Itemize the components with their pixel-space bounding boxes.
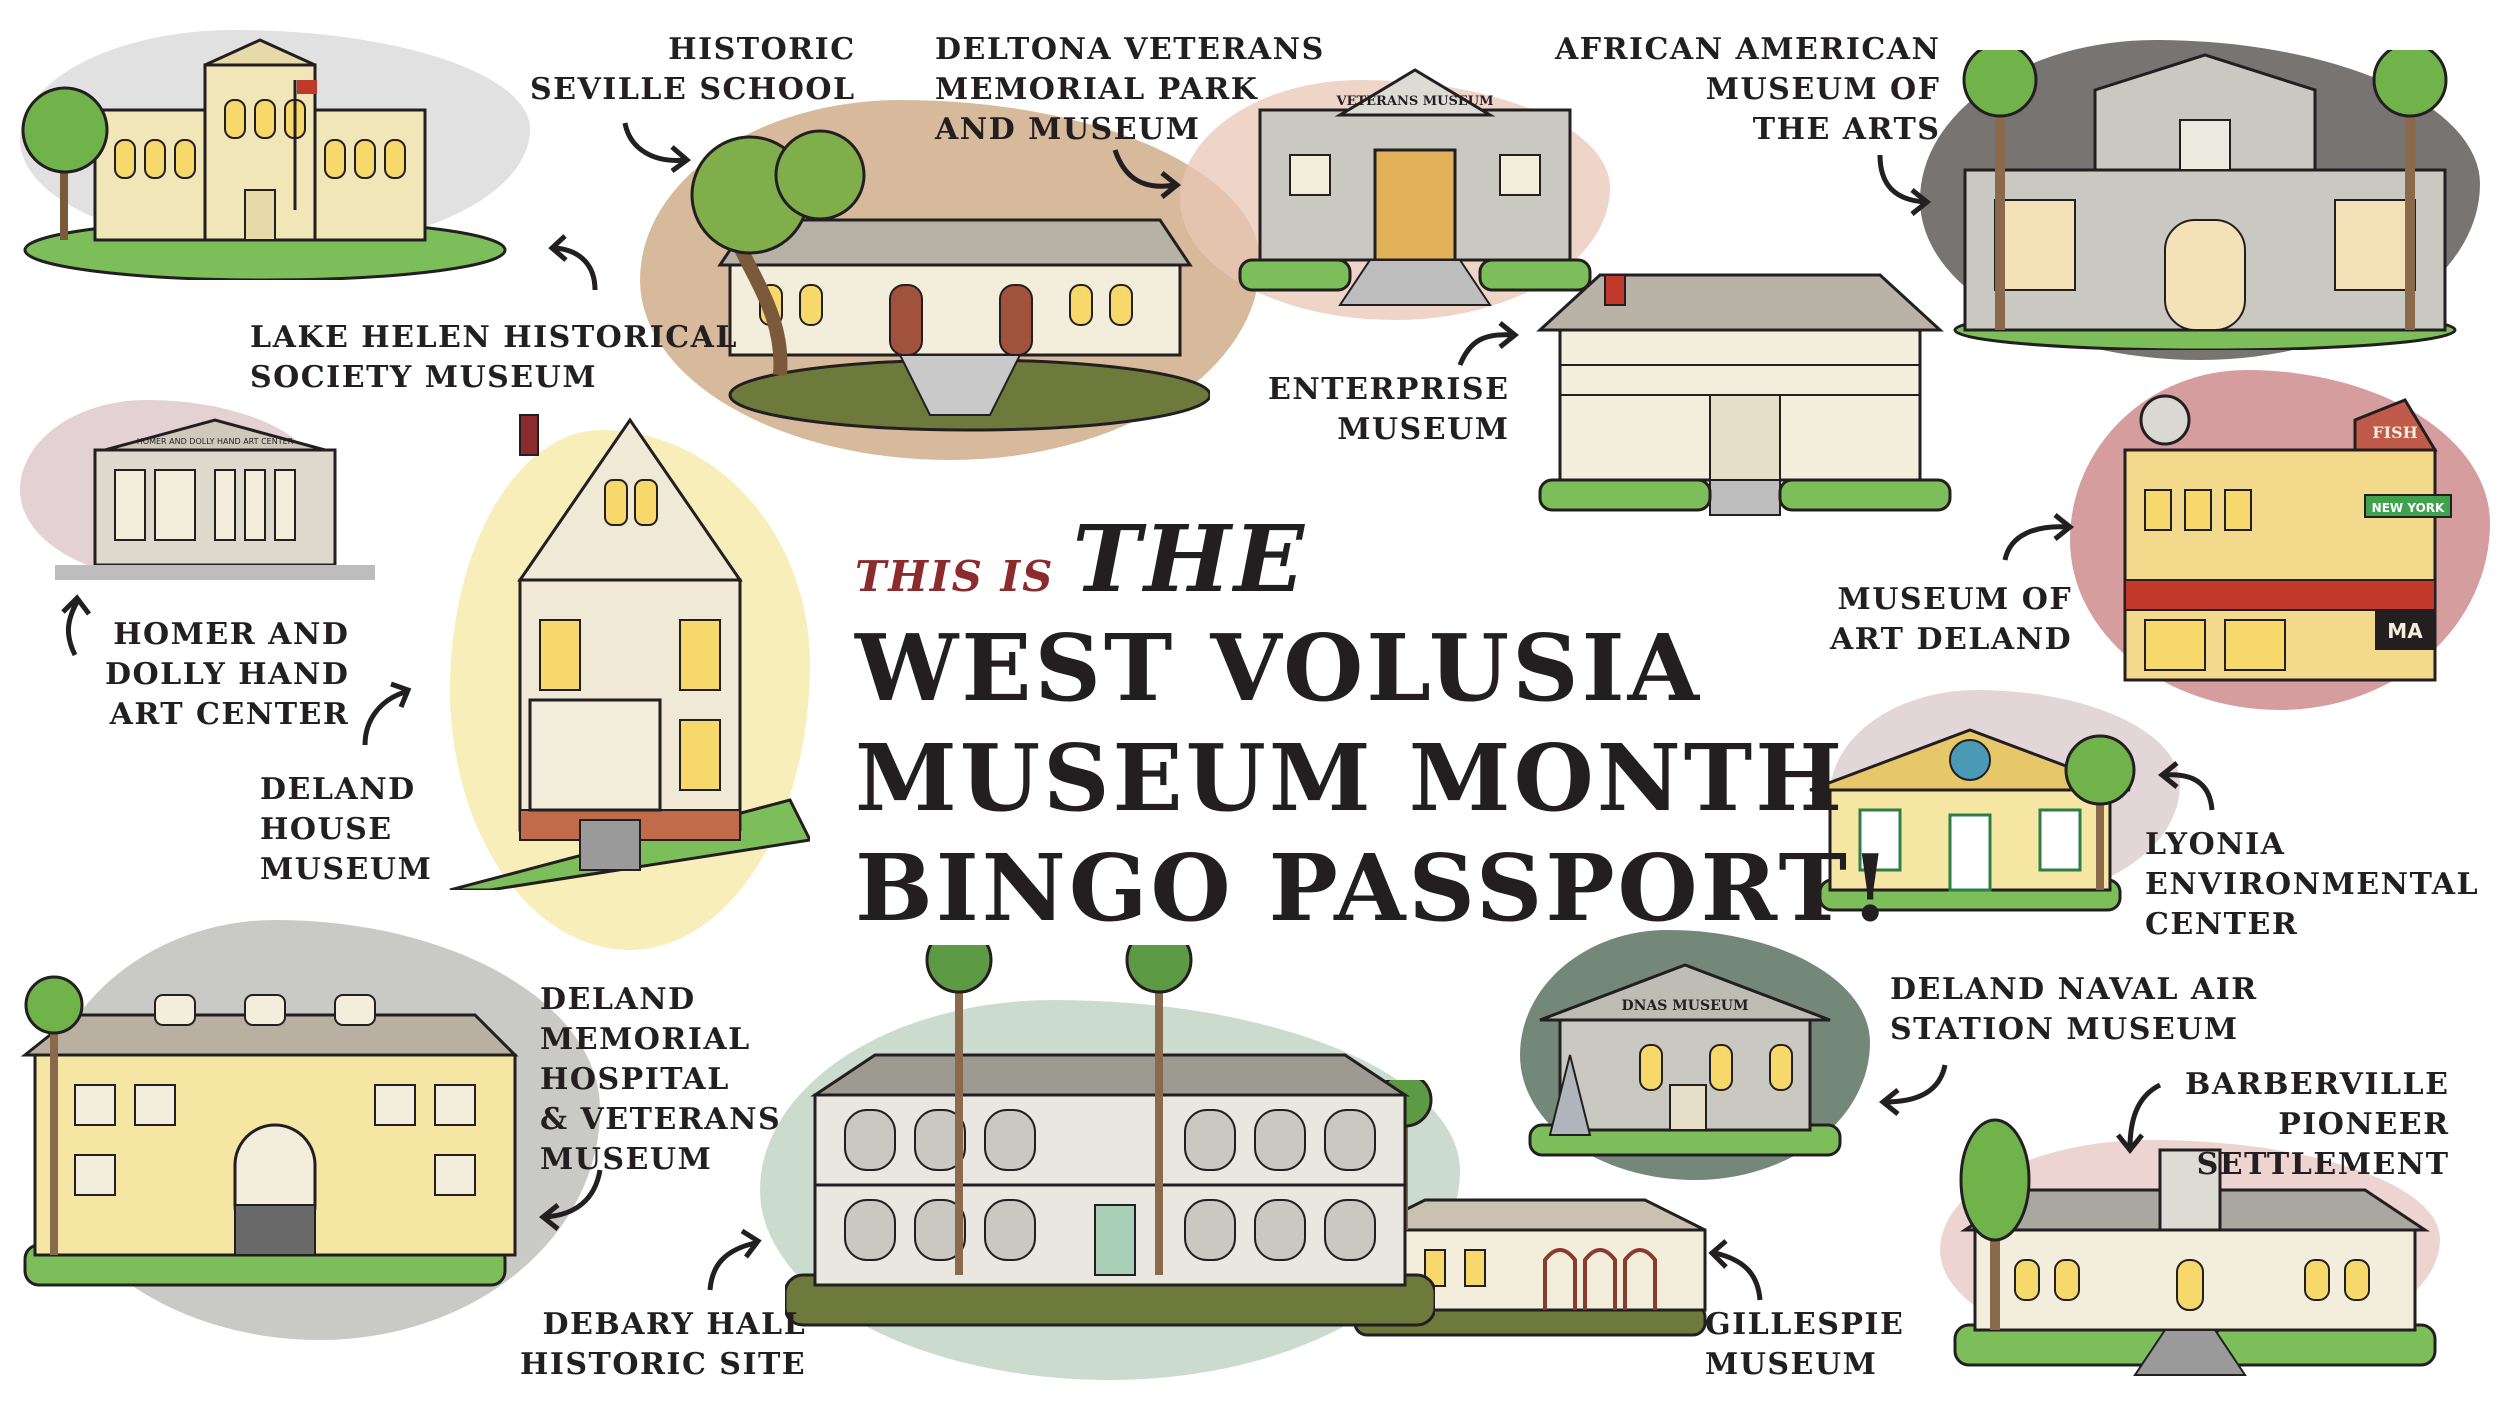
- label-deland-house: DELAND HOUSE MUSEUM: [260, 772, 433, 887]
- deltona-veterans-illustration: VETERANS MUSEUM: [1238, 68, 1592, 306]
- arrow-lyonia: [2157, 761, 2215, 811]
- veterans-museum-sign: VETERANS MUSEUM: [1335, 94, 1493, 109]
- new-york-sign: NEW YORK: [2372, 501, 2445, 515]
- dnas-museum-sign: DNAS MUSEUM: [1622, 998, 1749, 1014]
- arrow-african-american: [1877, 154, 1932, 216]
- ma-logo: MA: [2387, 619, 2423, 643]
- title-the: THE: [1072, 505, 1308, 613]
- label-homer-dolly: HOMER AND DOLLY HAND ART CENTER: [105, 617, 350, 732]
- title-line-1: WEST VOLUSIA: [855, 614, 1703, 722]
- seville-school-illustration: [690, 129, 1210, 432]
- label-debary: DEBARY HALL HISTORIC SITE: [520, 1307, 807, 1382]
- enterprise-museum-illustration: [1536, 273, 1952, 516]
- fish-sign: FISH: [2372, 423, 2418, 442]
- label-seville: HISTORIC SEVILLE SCHOOL: [530, 32, 856, 107]
- naval-air-station-museum-illustration: DNAS MUSEUM: [1528, 963, 1842, 1157]
- label-memorial-hospital: DELAND MEMORIAL HOSPITAL & VETERANS MUSE…: [540, 982, 782, 1177]
- arrow-debary: [707, 1228, 762, 1291]
- arrow-gillespie: [1708, 1239, 1763, 1301]
- arrow-deltona: [1112, 149, 1182, 199]
- title-line-3: BINGO PASSPORT!: [855, 834, 1894, 942]
- label-naval-air: DELAND NAVAL AIR STATION MUSEUM: [1890, 972, 2258, 1047]
- african-american-museum-illustration: [1953, 50, 2457, 350]
- museum-of-art-deland-illustration: FISH MA NEW YORK: [2123, 394, 2452, 682]
- arrow-memorial-hospital: [538, 1169, 603, 1231]
- label-enterprise: ENTERPRISE MUSEUM: [1268, 372, 1510, 447]
- gillespie-museum-illustration: [1353, 1080, 1707, 1337]
- lake-helen-museum-illustration: [21, 38, 507, 280]
- arrow-art-deland: [2002, 513, 2075, 561]
- lyonia-center-illustration: [1809, 728, 2136, 912]
- homer-dolly-sign: HOMER AND DOLLY HAND ART CENTER: [137, 437, 294, 446]
- label-lyonia: LYONIA ENVIRONMENTAL CENTER: [2145, 827, 2480, 942]
- arrow-naval-air: [1878, 1064, 1948, 1116]
- arrow-deland-house: [362, 681, 412, 746]
- deland-house-museum-illustration: [449, 414, 810, 890]
- label-deltona: DELTONA VETERANS MEMORIAL PARK AND MUSEU…: [935, 32, 1325, 147]
- title-prefix: THIS IS: [855, 552, 1055, 601]
- arrow-seville: [622, 122, 692, 174]
- homer-dolly-art-center-illustration: HOMER AND DOLLY HAND ART CENTER: [55, 418, 375, 580]
- label-african-american: AFRICAN AMERICAN MUSEUM OF THE ARTS: [1555, 32, 1941, 147]
- passport-title: THIS IS THE WEST VOLUSIA MUSEUM MONTH BIN…: [855, 505, 1894, 943]
- arrow-enterprise: [1457, 321, 1520, 366]
- memorial-hospital-illustration: [20, 975, 519, 1287]
- arrow-barberville: [2116, 1082, 2162, 1155]
- barberville-settlement-illustration: [1953, 1118, 2437, 1376]
- label-lake-helen: LAKE HELEN HISTORICAL SOCIETY MUSEUM: [250, 320, 739, 395]
- arrow-lake-helen: [548, 234, 598, 291]
- debary-hall-illustration: [785, 945, 1435, 1327]
- label-art-deland: MUSEUM OF ART DELAND: [1830, 582, 2073, 657]
- title-line-2: MUSEUM MONTH: [855, 724, 1846, 832]
- label-gillespie: GILLESPIE MUSEUM: [1705, 1307, 1905, 1382]
- label-barberville: BARBERVILLE PIONEER SETTLEMENT: [2185, 1067, 2450, 1182]
- arrow-homer-dolly: [61, 594, 91, 657]
